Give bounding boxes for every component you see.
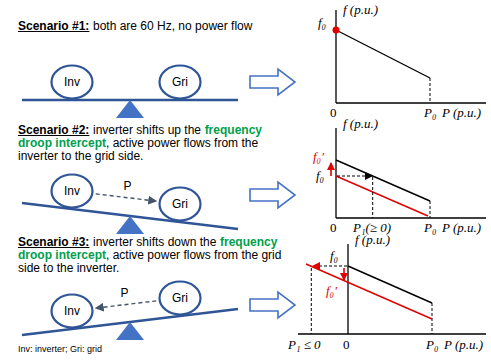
scenario-heading: Scenario #2: — [18, 123, 89, 137]
fulcrum — [116, 216, 144, 234]
scenario-caption: Scenario #1: both are 60 Hz, no power flo… — [18, 20, 318, 33]
circle-node: Gri — [158, 280, 202, 316]
axis-line — [335, 10, 336, 103]
scenario-caption: Scenario #2:inverter shifts up thefreque… — [18, 124, 298, 163]
shift-arrow — [343, 268, 345, 280]
node-label: Inv — [64, 304, 80, 318]
power-flow-arrow — [96, 301, 156, 308]
caption-text: both are 60 Hz, no power flow — [93, 19, 252, 33]
node-label: Inv — [64, 184, 80, 198]
circle-outline — [160, 282, 201, 315]
circle-outline — [160, 66, 201, 99]
shift-arrow — [330, 163, 332, 176]
scenario-caption: Scenario #3:inverter shifts down thefreq… — [18, 236, 298, 275]
axis-label: P₀ — [424, 220, 436, 235]
circle-outline — [160, 188, 201, 221]
axis-line — [336, 102, 486, 103]
dashed-guide — [372, 177, 373, 218]
scenario-heading: Scenario #1: — [18, 19, 89, 33]
note: Inv: inverter; Gri: grid — [18, 344, 102, 355]
dashed-guide — [311, 268, 312, 334]
fulcrum — [116, 100, 144, 118]
fulcrum — [116, 322, 144, 340]
node-label: Inv — [64, 75, 80, 89]
axis-line — [335, 128, 336, 218]
circle-outline — [52, 66, 93, 99]
circle-node: Gri — [158, 64, 202, 100]
droop-line — [348, 266, 432, 303]
axis-label: P₀ — [424, 105, 436, 120]
axis-label: f (p.u.) — [343, 2, 378, 17]
axis-label: P (p.u.) — [444, 337, 483, 352]
circle-node: Gri — [158, 186, 202, 222]
caption-text: inverter shifts up the — [93, 123, 201, 137]
axis-label: f (p.u.) — [355, 232, 390, 247]
tick-label: 0 — [330, 105, 337, 120]
block-arrow — [250, 69, 295, 95]
droop-line — [336, 30, 430, 78]
dashed-guide — [430, 201, 431, 218]
node-label: Gri — [172, 291, 188, 305]
axis-label: P (p.u.) — [442, 220, 481, 235]
power-flow-arrow — [96, 194, 156, 201]
droop-line — [336, 160, 430, 201]
circle-outline — [52, 175, 93, 208]
flow-label: P — [123, 179, 131, 193]
node-label: Gri — [172, 75, 188, 89]
axis-label: P₁ ≤ 0 — [288, 337, 321, 352]
intercept-dot — [333, 27, 340, 34]
node-label: Gri — [172, 197, 188, 211]
axis-line — [347, 244, 348, 334]
axis-label: f (p.u.) — [343, 116, 378, 131]
droop-line — [306, 264, 432, 319]
axis-label: f₀′ — [313, 149, 324, 164]
block-arrow — [250, 182, 295, 208]
axis-label: f₀ — [330, 248, 338, 263]
axis-line — [336, 217, 486, 218]
axis-label: P₀ — [426, 337, 438, 352]
droop-line — [336, 176, 428, 216]
axis-label: f₀ — [318, 15, 326, 30]
axis-label: P (p.u.) — [442, 105, 481, 120]
axis-line — [298, 333, 486, 334]
circle-node: Inv — [50, 293, 94, 329]
caption-text: inverter shifts down the — [93, 235, 216, 249]
dashed-guide — [430, 78, 431, 103]
flow-label: P — [121, 286, 129, 300]
circle-node: Inv — [50, 64, 94, 100]
scenario-heading: Scenario #3: — [18, 235, 89, 249]
axis-label: f₀ — [316, 168, 324, 183]
tick-label: 0 — [343, 337, 350, 352]
circle-outline — [52, 295, 93, 328]
dashed-guide — [337, 176, 372, 177]
dashed-guide — [313, 266, 347, 267]
tick-label: 0 — [330, 220, 337, 235]
axis-label: f₀′ — [326, 283, 337, 298]
circle-node: Inv — [50, 173, 94, 209]
block-arrow — [250, 292, 295, 318]
